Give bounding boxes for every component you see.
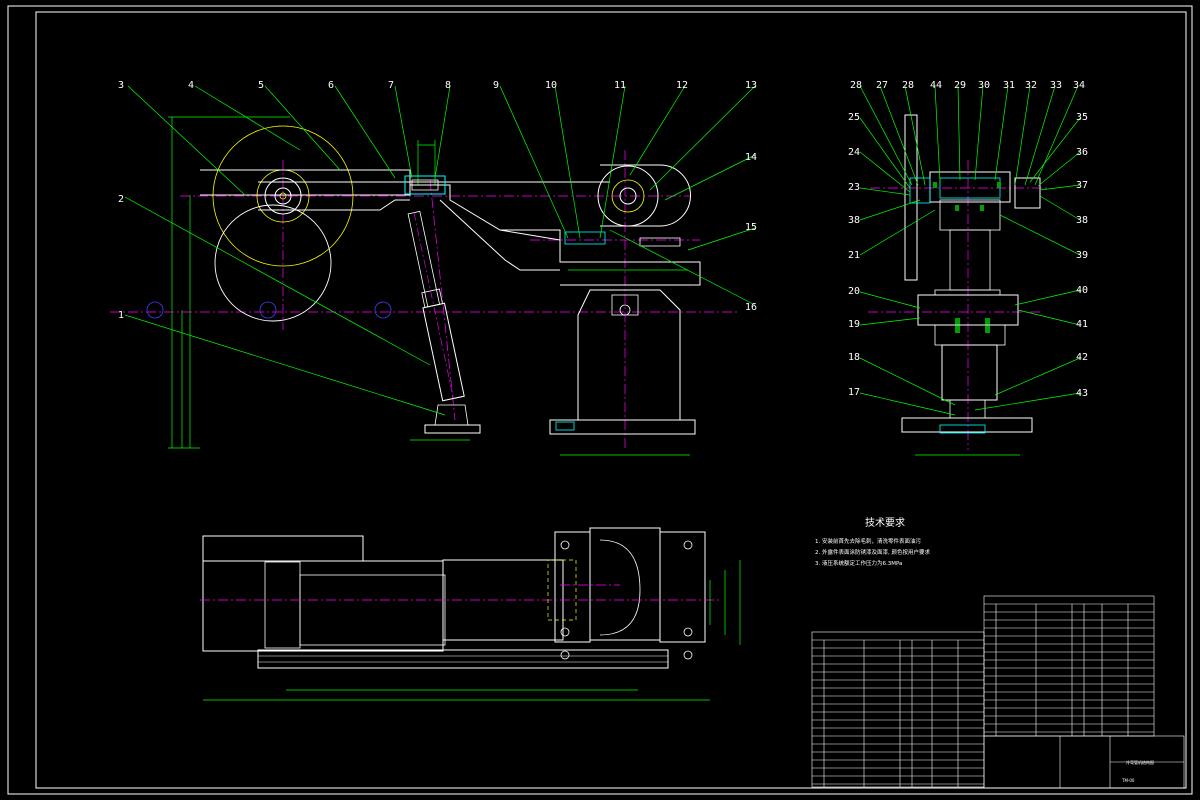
balloon-16: 16 <box>745 302 757 313</box>
balloon-28a: 28 <box>850 80 862 91</box>
balloon-19: 19 <box>848 319 860 330</box>
balloon-10: 10 <box>545 80 557 91</box>
parts-list <box>811 595 1185 789</box>
balloon-5: 5 <box>258 80 264 91</box>
balloon-33: 33 <box>1050 80 1062 91</box>
balloon-41: 41 <box>1076 319 1088 330</box>
balloon-29: 29 <box>954 80 966 91</box>
balloon-3: 3 <box>118 80 124 91</box>
balloon-21: 21 <box>848 250 860 261</box>
front-view: 3 4 5 6 7 8 9 10 11 12 13 14 15 16 2 1 <box>110 80 757 456</box>
balloon-4: 4 <box>188 80 194 91</box>
tech-title: 技术要求 <box>865 516 905 529</box>
balloon-40: 40 <box>1076 285 1088 296</box>
technical-requirements: 技术要求 1. 安装前首先去除毛刺，清洗零件表面油污 2. 外露件表面涂防锈漆及… <box>815 516 930 567</box>
balloon-28b: 28 <box>902 80 914 91</box>
inner-border <box>35 11 1187 789</box>
balloon-13: 13 <box>745 80 757 91</box>
balloon-38b: 38 <box>1076 215 1088 226</box>
outer-border <box>7 5 1193 795</box>
balloon-18: 18 <box>848 352 860 363</box>
balloon-39: 39 <box>1076 250 1088 261</box>
balloon-20: 20 <box>848 286 860 297</box>
balloon-35: 35 <box>1076 112 1088 123</box>
drawing-name: 冷弯管机结构图 <box>1126 759 1154 765</box>
balloon-11: 11 <box>614 80 626 91</box>
balloon-42: 42 <box>1076 352 1088 363</box>
balloon-30: 30 <box>978 80 990 91</box>
balloon-44: 44 <box>930 80 942 91</box>
balloon-34: 34 <box>1073 80 1085 91</box>
balloon-6: 6 <box>328 80 334 91</box>
balloon-12: 12 <box>676 80 688 91</box>
balloon-23: 23 <box>848 182 860 193</box>
tech-line-3: 3. 液压系统额定工作压力为6.3MPa <box>815 559 902 567</box>
balloon-36: 36 <box>1076 147 1088 158</box>
side-view: 28 27 28 44 29 30 31 32 33 34 25 24 23 3… <box>848 80 1088 456</box>
balloon-8: 8 <box>445 80 451 91</box>
balloon-32: 32 <box>1025 80 1037 91</box>
drawing-number: TM-00 <box>1121 778 1135 783</box>
tech-line-1: 1. 安装前首先去除毛刺，清洗零件表面油污 <box>815 537 921 545</box>
plan-view <box>200 527 741 701</box>
balloon-15: 15 <box>745 222 757 233</box>
balloon-9: 9 <box>493 80 499 91</box>
tech-line-2: 2. 外露件表面涂防锈漆及面漆, 颜色按用户要求 <box>815 548 930 556</box>
balloon-43: 43 <box>1076 388 1088 399</box>
balloon-1: 1 <box>118 310 124 321</box>
balloon-17: 17 <box>848 387 860 398</box>
balloon-27: 27 <box>876 80 888 91</box>
balloon-31: 31 <box>1003 80 1015 91</box>
balloon-14: 14 <box>745 152 757 163</box>
balloon-25: 25 <box>848 112 860 123</box>
balloon-2: 2 <box>118 194 124 205</box>
balloon-38a: 38 <box>848 215 860 226</box>
balloon-7: 7 <box>388 80 394 91</box>
balloon-37: 37 <box>1076 180 1088 191</box>
balloon-24: 24 <box>848 147 860 158</box>
